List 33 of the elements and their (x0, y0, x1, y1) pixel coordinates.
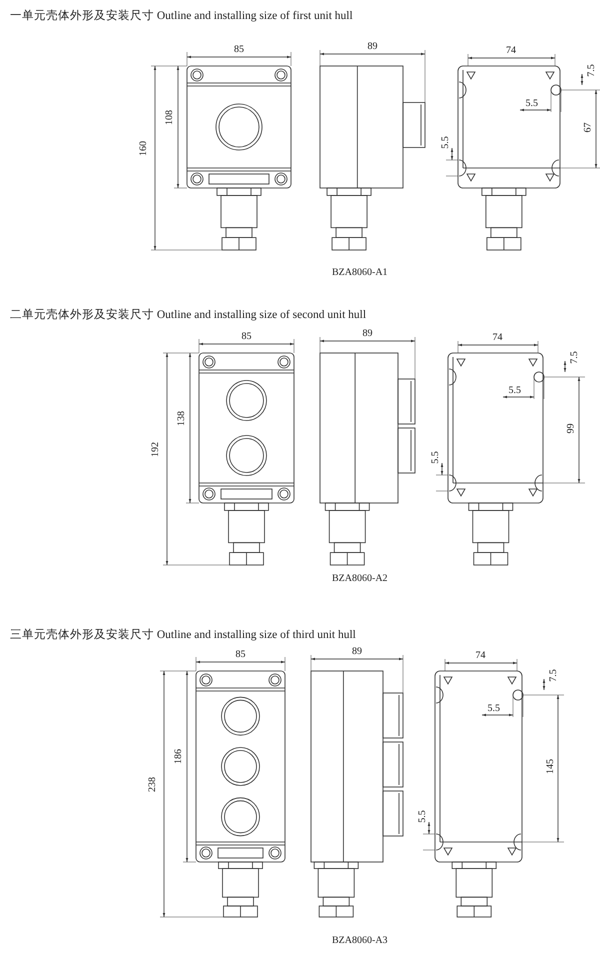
dimension-label: 7.5 (568, 350, 580, 364)
dimension-label: 160 (138, 140, 148, 156)
dimension-label: 85 (236, 648, 246, 660)
dimension-label: 67 (582, 122, 594, 132)
dimension-label: 5.5 (429, 450, 440, 464)
dimension-label: 7.5 (585, 64, 596, 76)
dimension-label: 5.5 (488, 702, 500, 714)
dimension-label: 89 (352, 646, 362, 656)
section-heading: 二单元壳体外形及安装尺寸 Outline and installing size of second unit hull (10, 308, 366, 322)
dimension-label: 145 (544, 759, 556, 774)
dimension-label: 7.5 (547, 668, 558, 682)
dimension-label: 74 (506, 44, 516, 56)
dimension-label: 186 (172, 749, 184, 764)
dimension-label: 74 (476, 650, 486, 660)
dimension-label: 238 (146, 776, 158, 792)
dimension-label: 108 (164, 110, 174, 124)
dimension-label: 5.5 (508, 384, 521, 396)
section-heading: 三单元壳体外形及安装尺寸 Outline and installing size of third unit hull (10, 628, 356, 642)
model-caption: BZA8060-A1 (332, 266, 388, 278)
dimension-label: 5.5 (416, 810, 428, 822)
model-caption: BZA8060-A2 (332, 572, 388, 584)
model-caption: BZA8060-A3 (332, 934, 388, 946)
section-heading: 一单元壳体外形及安装尺寸 Outline and installing size of first unit hull (10, 10, 353, 22)
dimension-label: 138 (176, 410, 186, 426)
dimension-label: 5.5 (526, 98, 538, 108)
dimension-label: 85 (242, 330, 252, 342)
dimension-label: 89 (362, 328, 372, 338)
dimension-label: 99 (566, 423, 576, 433)
dimension-label: 5.5 (439, 136, 450, 148)
dimension-label: 85 (234, 44, 244, 54)
dimension-label: 89 (368, 40, 378, 52)
dimension-label: 192 (150, 442, 160, 456)
dimension-label: 74 (492, 332, 502, 342)
